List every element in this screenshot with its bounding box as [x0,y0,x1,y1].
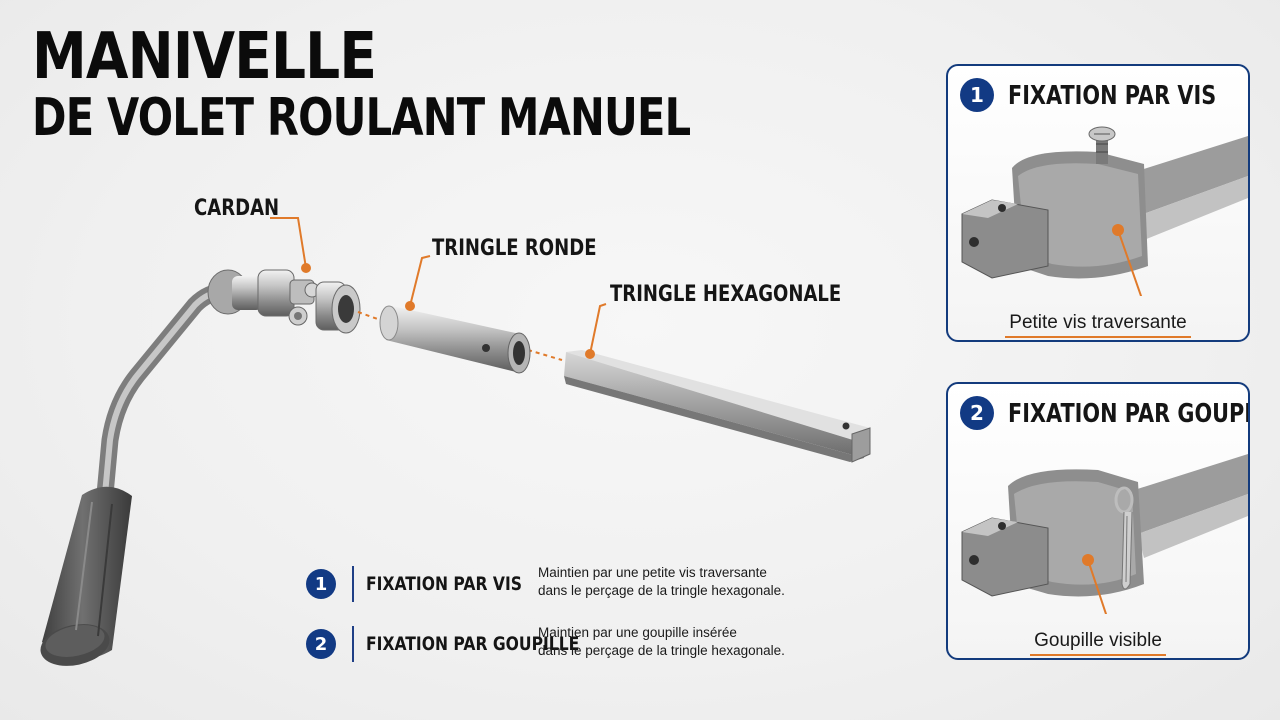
legend-label: FIXATION PAR GOUPILLE [366,633,580,655]
panel-pin-fixing: 2 FIXATION PAR GOUPILLE Goupille visible [946,382,1250,660]
handle-grip [40,486,132,666]
callout-round-rod: TRINGLE RONDE [432,236,597,261]
panel-title: FIXATION PAR GOUPILLE [1008,399,1248,429]
cardan-joint [207,269,361,334]
pin-fixing-detail [961,454,1248,614]
panel-screw-fixing: 1 FIXATION PAR VIS Petite vis traversant… [946,64,1250,342]
panel-title: FIXATION PAR VIS [1008,81,1217,111]
screw-fixing-detail [961,126,1248,296]
legend-description: Maintien par une petite vis traversante … [538,565,785,598]
panel-caption: Petite vis traversante [948,312,1248,338]
legend-divider [352,626,354,662]
hex-rod [564,350,871,463]
callout-cardan: CARDAN [194,196,280,221]
panel-number-badge: 2 [960,396,994,430]
page-subtitle: DE VOLET ROULANT MANUEL [32,88,691,148]
legend-label: FIXATION PAR VIS [366,573,522,595]
panel-caption: Goupille visible [948,630,1248,656]
legend-number-badge: 1 [306,569,336,599]
round-rod [379,305,531,374]
hex-rod-leader [589,303,607,355]
page-title: MANIVELLE [32,20,377,94]
legend-number-badge: 2 [306,629,336,659]
callout-hex-rod: TRINGLE HEXAGONALE [610,282,842,307]
panel-header: 1 FIXATION PAR VIS [960,78,1248,114]
cardan-leader [270,217,307,269]
legend-description: Maintien par une goupille insérée dans l… [538,625,785,658]
round-rod-leader [409,255,431,307]
panel-number-badge: 1 [960,78,994,112]
panel-header: 2 FIXATION PAR GOUPILLE [960,396,1248,432]
crank-illustration [40,217,871,666]
legend-divider [352,566,354,602]
